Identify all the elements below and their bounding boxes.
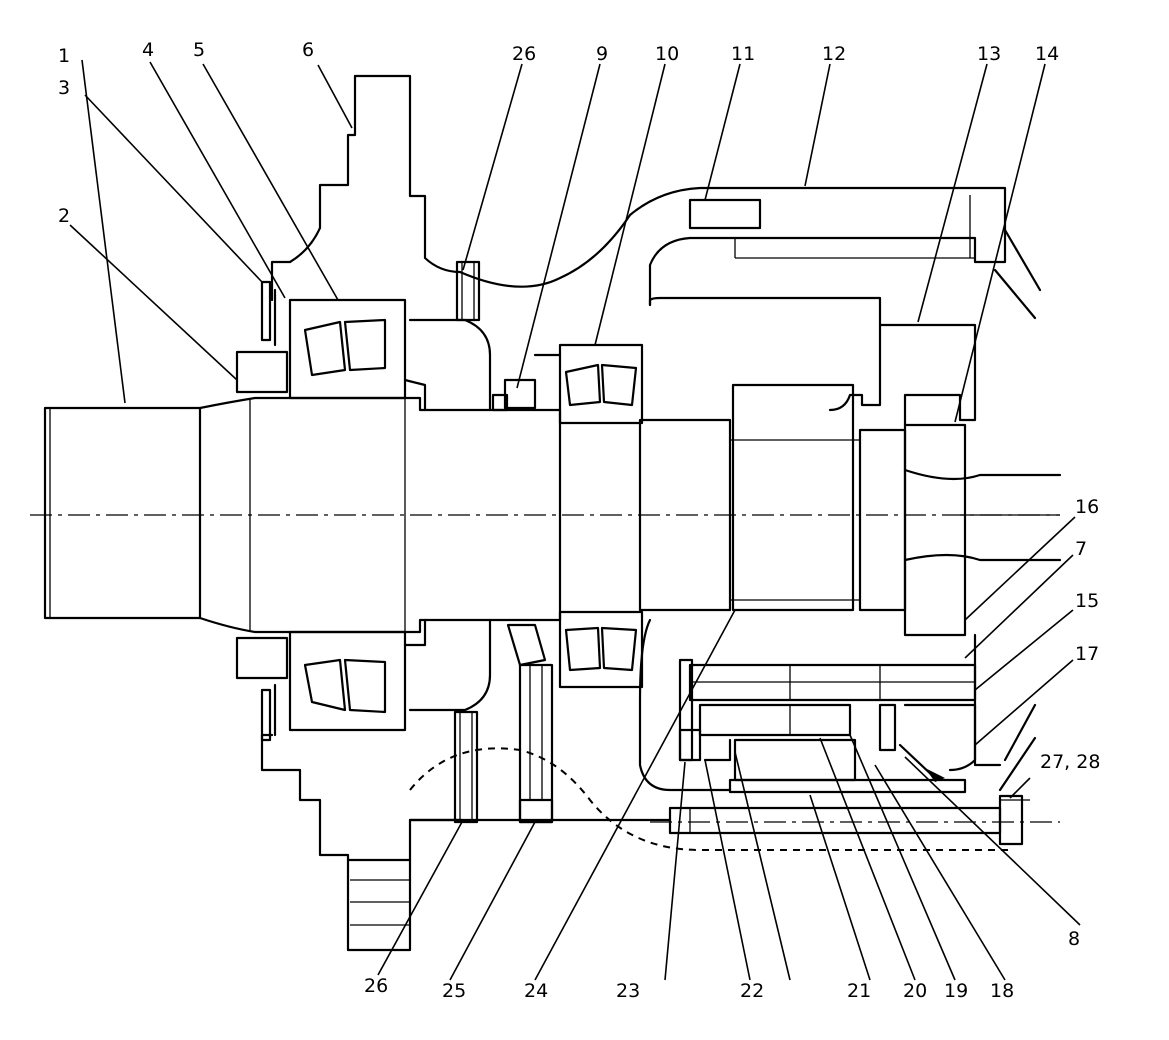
callout-8: 8 [1068,928,1080,950]
output-shaft [43,395,562,635]
housing-flange [260,74,464,952]
callout-16: 16 [1075,496,1099,518]
callout-2: 2 [58,205,70,227]
callout-15: 15 [1075,590,1099,612]
drum-housing [408,186,1042,851]
callout-24: 24 [524,980,548,1002]
callout-6: 6 [302,39,314,61]
callout-19: 19 [944,980,968,1002]
leader-lines [69,59,1081,981]
bolt-26-upper [455,260,481,322]
callout-26-bottom: 26 [364,975,388,997]
callout-20: 20 [903,980,927,1002]
callout-12: 12 [822,43,846,65]
callout-14: 14 [1035,43,1059,65]
callout-7: 7 [1075,538,1087,560]
callout-21: 21 [847,980,871,1002]
callout-26-top: 26 [512,43,536,65]
callout-5: 5 [193,39,205,61]
bearing-left-lower [235,630,407,732]
callout-18: 18 [990,980,1014,1002]
callout-4: 4 [142,39,154,61]
planet-assembly [668,658,1030,846]
seal-assembly [260,280,277,742]
callout-25: 25 [442,980,466,1002]
bolt-26-lower [453,710,479,824]
bearing-10-lower [558,610,644,689]
callout-9: 9 [596,43,608,65]
nut-9 [491,378,537,412]
callout-23: 23 [616,980,640,1002]
callout-1: 1 [58,45,70,67]
cover-right [973,633,1037,792]
callout-22: 22 [740,980,764,1002]
callout-17: 17 [1075,643,1099,665]
callout-3: 3 [58,77,70,99]
callout-labels: 1 2 3 4 5 6 26 9 10 11 12 13 14 16 7 15 … [58,39,1100,1002]
sun-gear-16 [638,383,1062,637]
callout-27-28: 27, 28 [1040,751,1100,773]
bearing-10-upper [533,343,644,425]
callout-13: 13 [977,43,1001,65]
bolt-25 [506,623,554,824]
callout-11: 11 [731,43,755,65]
bearing-left-upper [235,298,407,400]
carrier-13 [638,296,977,792]
callout-10: 10 [655,43,679,65]
